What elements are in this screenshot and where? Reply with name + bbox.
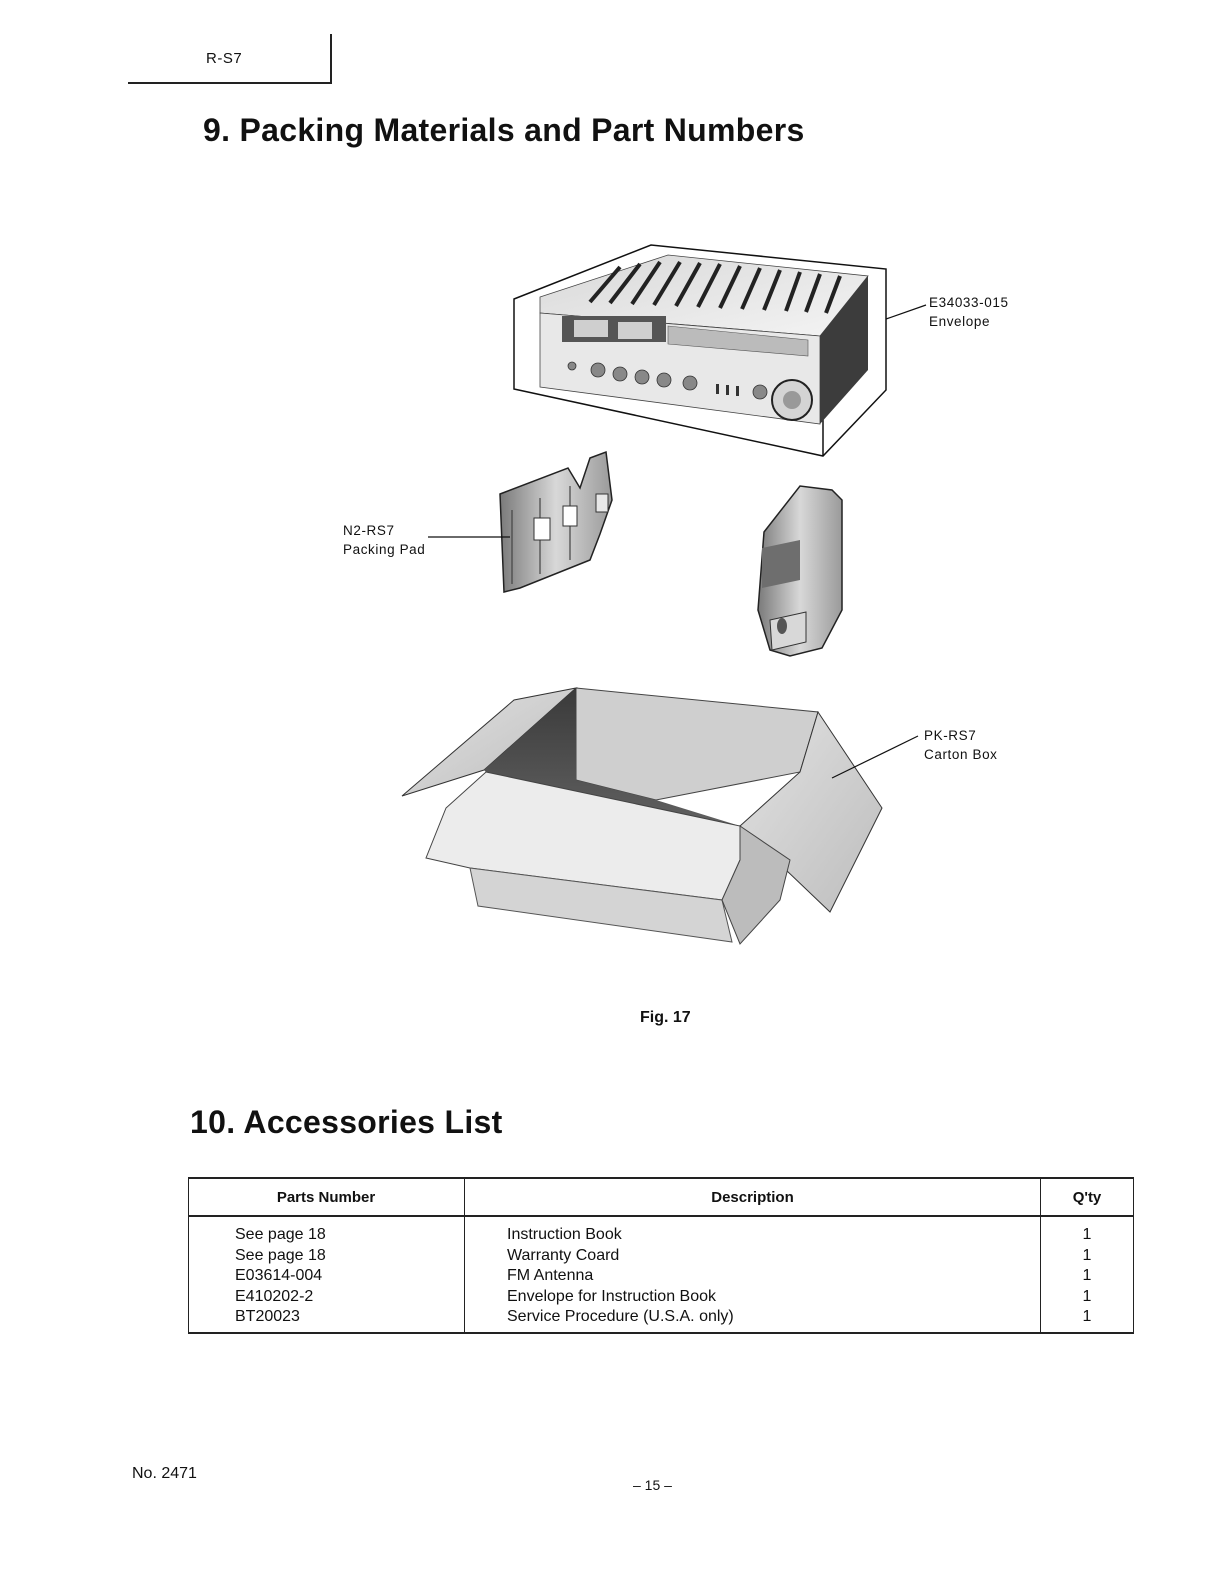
section-9-title: Packing Materials and Part Numbers: [239, 112, 805, 148]
packing-pad-name: Packing Pad: [343, 542, 426, 557]
carton-box-name: Carton Box: [924, 747, 998, 762]
packing-pad-right-drawing: [757, 485, 843, 657]
header-qty: Q'ty: [1040, 1177, 1134, 1217]
section-10-heading: 10. Accessories List: [190, 1104, 503, 1141]
envelope-callout: E34033-015 Envelope: [929, 293, 1009, 331]
section-10-number: 10.: [190, 1104, 236, 1140]
packing-pad-callout: N2-RS7 Packing Pad: [343, 521, 425, 559]
accessories-table: Parts Number Description Q'ty See page 1…: [188, 1177, 1134, 1334]
section-10-title: Accessories List: [243, 1104, 503, 1140]
section-9-number: 9.: [203, 112, 231, 148]
packing-pad-left-drawing: [428, 450, 613, 593]
description-cell: Instruction Book Warranty Coard FM Anten…: [464, 1216, 1041, 1334]
description: Service Procedure (U.S.A. only): [507, 1308, 734, 1325]
qty: 1: [1082, 1287, 1092, 1305]
table-row: See page 18 See page 18 E03614-004 E4102…: [188, 1216, 1134, 1334]
qty: 1: [1082, 1267, 1092, 1284]
carton-box-part-number: PK-RS7: [924, 728, 977, 743]
envelope-name: Envelope: [929, 314, 991, 329]
carton-box-callout: PK-RS7 Carton Box: [924, 726, 998, 764]
header-parts-number: Parts Number: [188, 1177, 465, 1217]
header-description: Description: [464, 1177, 1041, 1217]
qty-cell: 1 1 1 1 1: [1040, 1216, 1134, 1334]
description: Instruction Book: [507, 1226, 622, 1243]
document-number: No. 2471: [132, 1465, 197, 1482]
parts-number: E410202-2: [235, 1287, 314, 1305]
parts-number-cell: See page 18 See page 18 E03614-004 E4102…: [188, 1216, 465, 1334]
figure-caption: Fig. 17: [640, 1009, 691, 1026]
parts-number: See page 18: [235, 1226, 326, 1243]
carton-box-drawing: [401, 687, 919, 945]
qty: 1: [1082, 1226, 1092, 1243]
page-number: – 15 –: [633, 1477, 672, 1493]
model-label: R-S7: [206, 50, 243, 67]
description: Envelope for Instruction Book: [507, 1287, 717, 1305]
section-9-heading: 9. Packing Materials and Part Numbers: [203, 112, 805, 149]
envelope-part-number: E34033-015: [929, 295, 1009, 310]
description: FM Antenna: [507, 1267, 594, 1284]
parts-number: E03614-004: [235, 1267, 323, 1284]
receiver-envelope-drawing: [513, 244, 927, 457]
parts-number: See page 18: [235, 1246, 326, 1264]
table-header-row: Parts Number Description Q'ty: [188, 1177, 1134, 1217]
packing-pad-part-number: N2-RS7: [343, 523, 395, 538]
qty: 1: [1082, 1246, 1092, 1264]
model-box: R-S7: [128, 34, 332, 84]
parts-number: BT20023: [235, 1308, 300, 1325]
qty: 1: [1082, 1308, 1092, 1325]
description: Warranty Coard: [507, 1246, 620, 1264]
